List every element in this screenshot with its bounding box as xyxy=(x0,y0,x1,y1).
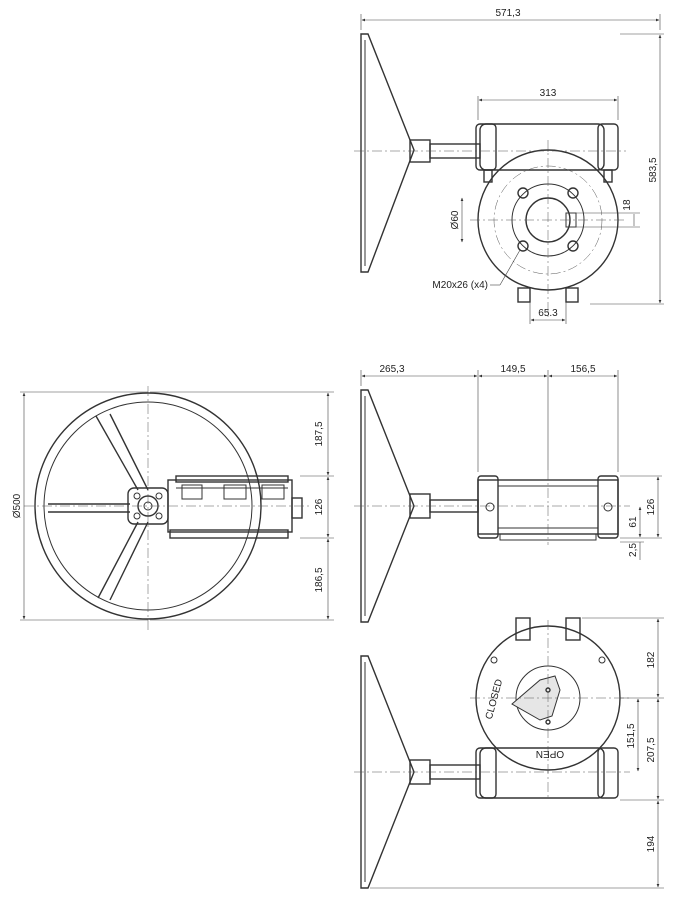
dim-mid: 61 xyxy=(628,516,639,528)
dim-b: 149,5 xyxy=(500,364,525,375)
dim-small: 2,5 xyxy=(628,543,639,557)
dim-mid-bottom: 151,5 xyxy=(626,723,637,748)
dim-flange-span: 313 xyxy=(540,88,557,99)
top-handwheel xyxy=(360,33,415,273)
top-worm-housing xyxy=(479,123,605,171)
side-view-right: 265,3 149,5 156,5 126 61 2,5 xyxy=(354,364,662,623)
dim-lower: 186,5 xyxy=(314,567,325,592)
dim-center: 126 xyxy=(314,498,325,515)
top-bolt xyxy=(517,187,529,199)
dim-top: 182 xyxy=(646,651,657,668)
dim-total: 207,5 xyxy=(646,737,657,762)
dim-overall-height: 583,5 xyxy=(648,157,659,182)
bottom-handwheel xyxy=(360,655,415,889)
top-view: 571,3 313 583,5 Ø60 18 65.3 M20x26 (x4) xyxy=(354,8,664,324)
top-bolt xyxy=(567,187,579,199)
top-bolt xyxy=(567,240,579,252)
dim-a: 265,3 xyxy=(379,364,404,375)
label-closed: CLOSED xyxy=(484,678,505,721)
bottom-worm-housing xyxy=(479,747,605,799)
side-view-left: Ø500 187,5 126 186,5 xyxy=(12,386,334,632)
dim-bore-diameter: Ø60 xyxy=(450,210,461,229)
dim-wheel-diameter: Ø500 xyxy=(12,493,23,518)
dim-upper: 187,5 xyxy=(314,421,325,446)
dim-height: 126 xyxy=(646,498,657,515)
dim-overall-width: 571,3 xyxy=(495,8,520,19)
bolt-callout: M20x26 (x4) xyxy=(432,280,488,291)
top-shaft xyxy=(429,143,481,159)
side-handwheel xyxy=(360,389,415,623)
label-open: OPEN xyxy=(536,748,564,759)
dim-c: 156,5 xyxy=(570,364,595,375)
top-bolt xyxy=(517,240,529,252)
bottom-view: CLOSED OPEN 182 151,5 207,5 194 xyxy=(354,617,664,889)
dim-bottom: 194 xyxy=(646,835,657,852)
dim-offset: 65.3 xyxy=(538,308,558,319)
dim-key: 18 xyxy=(622,199,633,211)
